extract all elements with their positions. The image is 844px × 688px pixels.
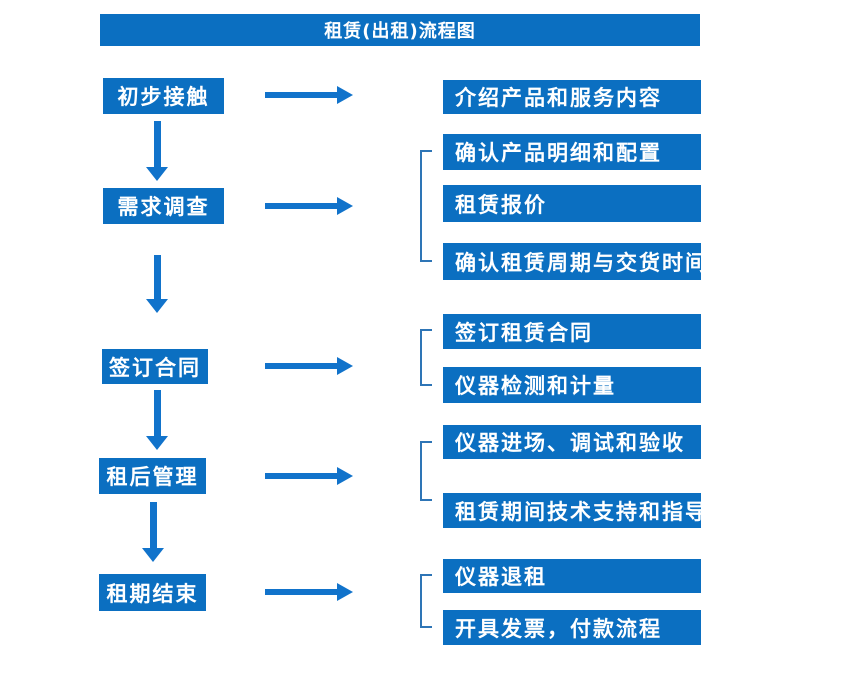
right-arrow-icon [265,583,353,601]
right-arrow-icon [265,357,353,375]
group-bracket [420,150,432,262]
output-box-rental-quotation: 租赁报价 [443,185,701,222]
output-box-introduce-products-services: 介绍产品和服务内容 [443,80,701,114]
step-box-sign-contract: 签订合同 [102,349,208,384]
step-box-rental-end: 租期结束 [99,574,206,611]
right-arrow-icon [265,197,353,215]
right-arrow-icon [265,86,353,104]
flowchart-title-bar: 租赁(出租)流程图 [100,14,700,46]
output-box-technical-support-during-rental: 租赁期间技术支持和指导 [443,493,701,528]
output-box-sign-rental-contract: 签订租赁合同 [443,314,701,349]
group-bracket [420,441,432,501]
right-arrow-icon [265,467,353,485]
group-bracket [420,329,432,386]
output-box-confirm-rental-period-delivery: 确认租赁周期与交货时间 [443,243,701,280]
down-arrow-icon [146,255,168,313]
flowchart-title: 租赁(出租)流程图 [324,21,476,42]
output-box-invoice-payment-process: 开具发票，付款流程 [443,610,701,645]
step-box-initial-contact: 初步接触 [103,78,224,114]
down-arrow-icon [142,502,164,562]
output-box-instrument-return: 仪器退租 [443,559,701,593]
step-box-demand-survey: 需求调查 [103,188,224,224]
output-box-confirm-product-details: 确认产品明细和配置 [443,134,701,170]
output-box-instrument-entry-debug-acceptance: 仪器进场、调试和验收 [443,425,701,459]
down-arrow-icon [146,390,168,450]
down-arrow-icon [146,121,168,181]
group-bracket [420,574,432,628]
step-box-post-rental-management: 租后管理 [99,458,206,494]
output-box-instrument-testing-metering: 仪器检测和计量 [443,367,701,403]
